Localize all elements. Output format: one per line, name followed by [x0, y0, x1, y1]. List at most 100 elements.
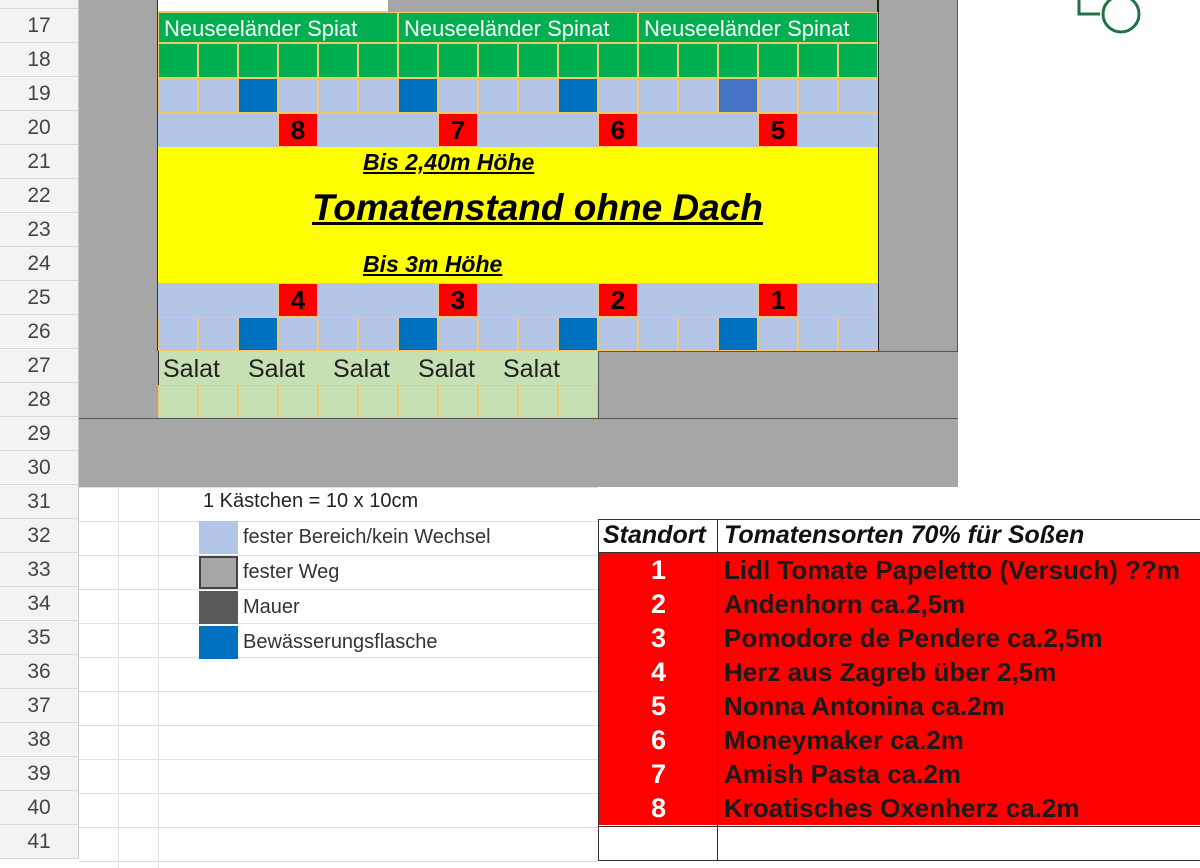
salad-label[interactable]: Salat — [503, 355, 560, 383]
bed-cell[interactable] — [798, 43, 838, 78]
water-bottle-cell[interactable] — [718, 78, 758, 113]
spinach-label[interactable]: Neuseeländer Spinat — [638, 12, 878, 43]
salad-label[interactable]: Salat — [248, 355, 305, 383]
salad-label[interactable]: Salat — [163, 355, 220, 383]
salad-cell[interactable] — [158, 385, 198, 418]
salad-cell[interactable] — [358, 385, 398, 418]
bed-cell[interactable] — [158, 78, 198, 113]
bed-cell[interactable] — [278, 78, 318, 113]
row-header[interactable]: 23 — [0, 213, 79, 247]
salad-label[interactable]: Salat — [333, 355, 390, 383]
row-header[interactable]: 35 — [0, 621, 79, 655]
row-header[interactable]: 25 — [0, 281, 79, 315]
row-header[interactable]: 33 — [0, 553, 79, 587]
salad-cell[interactable] — [478, 385, 518, 418]
water-bottle-cell[interactable] — [398, 317, 438, 351]
shape-icon[interactable] — [1074, 0, 1144, 36]
table-cell-standort[interactable]: 3 — [650, 622, 667, 653]
row-header[interactable]: 30 — [0, 451, 79, 485]
bed-cell[interactable] — [198, 43, 238, 78]
bed-cell[interactable] — [438, 78, 478, 113]
row-header[interactable]: 29 — [0, 417, 79, 451]
row-header[interactable]: 26 — [0, 315, 79, 349]
row-header[interactable]: 28 — [0, 383, 79, 417]
row-header[interactable]: 41 — [0, 825, 79, 859]
bed-cell[interactable] — [798, 317, 838, 351]
row-header[interactable]: 27 — [0, 349, 79, 383]
bed-cell[interactable] — [478, 78, 518, 113]
salad-cell[interactable] — [518, 385, 558, 418]
row-header[interactable]: 38 — [0, 723, 79, 757]
salad-cell[interactable] — [198, 385, 238, 418]
bed-cell[interactable] — [838, 43, 878, 78]
water-bottle-cell[interactable] — [718, 317, 758, 351]
salad-cell[interactable] — [438, 385, 478, 418]
bed-cell[interactable] — [238, 43, 278, 78]
bed-cell[interactable] — [518, 78, 558, 113]
bed-cell[interactable] — [318, 78, 358, 113]
spinach-label[interactable]: Neuseeländer Spinat — [398, 12, 638, 43]
bed-cell[interactable] — [518, 317, 558, 351]
bed-cell[interactable] — [638, 317, 678, 351]
table-cell-standort[interactable]: 7 — [650, 758, 667, 789]
table-cell-standort[interactable]: 5 — [650, 690, 667, 721]
bed-cell[interactable] — [198, 78, 238, 113]
bed-cell[interactable] — [278, 43, 318, 78]
row-header[interactable]: 36 — [0, 655, 79, 689]
bed-cell[interactable] — [438, 43, 478, 78]
bed-cell[interactable] — [598, 317, 638, 351]
salad-cell[interactable] — [398, 385, 438, 418]
row-header[interactable]: 34 — [0, 587, 79, 621]
bed-cell[interactable] — [678, 43, 718, 78]
plant-marker[interactable]: 1 — [758, 283, 798, 317]
row-header[interactable]: 20 — [0, 111, 79, 145]
bed-cell[interactable] — [678, 78, 718, 113]
bed-cell[interactable] — [358, 78, 398, 113]
plant-marker[interactable]: 8 — [278, 113, 318, 147]
plant-marker[interactable]: 6 — [598, 113, 638, 147]
table-cell-sorte[interactable]: Amish Pasta ca.2m — [724, 759, 962, 789]
plant-marker[interactable]: 7 — [438, 113, 478, 147]
bed-cell[interactable] — [758, 43, 798, 78]
row-header[interactable]: 24 — [0, 247, 79, 281]
salad-label[interactable]: Salat — [418, 355, 475, 383]
row-header[interactable]: 22 — [0, 179, 79, 213]
row-header[interactable]: 40 — [0, 791, 79, 825]
table-cell-sorte[interactable]: Andenhorn ca.2,5m — [724, 589, 966, 619]
table-cell-standort[interactable]: 8 — [650, 792, 667, 823]
bed-cell[interactable] — [158, 317, 198, 351]
plant-marker[interactable]: 2 — [598, 283, 638, 317]
table-cell-standort[interactable]: 4 — [650, 656, 667, 687]
bed-cell[interactable] — [558, 43, 598, 78]
row-header[interactable]: 21 — [0, 145, 79, 179]
plant-marker[interactable]: 5 — [758, 113, 798, 147]
row-header[interactable]: 37 — [0, 689, 79, 723]
row-header[interactable]: 17 — [0, 9, 79, 43]
bed-cell[interactable] — [598, 43, 638, 78]
row-header-partial[interactable] — [0, 0, 79, 9]
row-header[interactable]: 18 — [0, 43, 79, 77]
bed-cell[interactable] — [358, 317, 398, 351]
table-cell-standort[interactable]: 6 — [650, 724, 667, 755]
table-cell-sorte[interactable]: Kroatisches Oxenherz ca.2m — [724, 793, 1080, 823]
bed-cell[interactable] — [438, 317, 478, 351]
bed-cell[interactable] — [318, 317, 358, 351]
row-header[interactable]: 32 — [0, 519, 79, 553]
water-bottle-cell[interactable] — [558, 317, 598, 351]
bed-cell[interactable] — [758, 317, 798, 351]
water-bottle-cell[interactable] — [238, 78, 278, 113]
table-cell-standort[interactable]: 2 — [650, 588, 667, 619]
bed-cell[interactable] — [638, 78, 678, 113]
bed-cell[interactable] — [358, 43, 398, 78]
bed-cell[interactable] — [198, 317, 238, 351]
spinach-label[interactable]: Neuseeländer Spiat — [158, 12, 398, 43]
bed-cell[interactable] — [838, 78, 878, 113]
bed-cell[interactable] — [718, 43, 758, 78]
bed-cell[interactable] — [638, 43, 678, 78]
water-bottle-cell[interactable] — [398, 78, 438, 113]
bed-cell[interactable] — [158, 43, 198, 78]
bed-cell[interactable] — [518, 43, 558, 78]
bed-cell[interactable] — [758, 78, 798, 113]
plant-marker[interactable]: 4 — [278, 283, 318, 317]
water-bottle-cell[interactable] — [238, 317, 278, 351]
